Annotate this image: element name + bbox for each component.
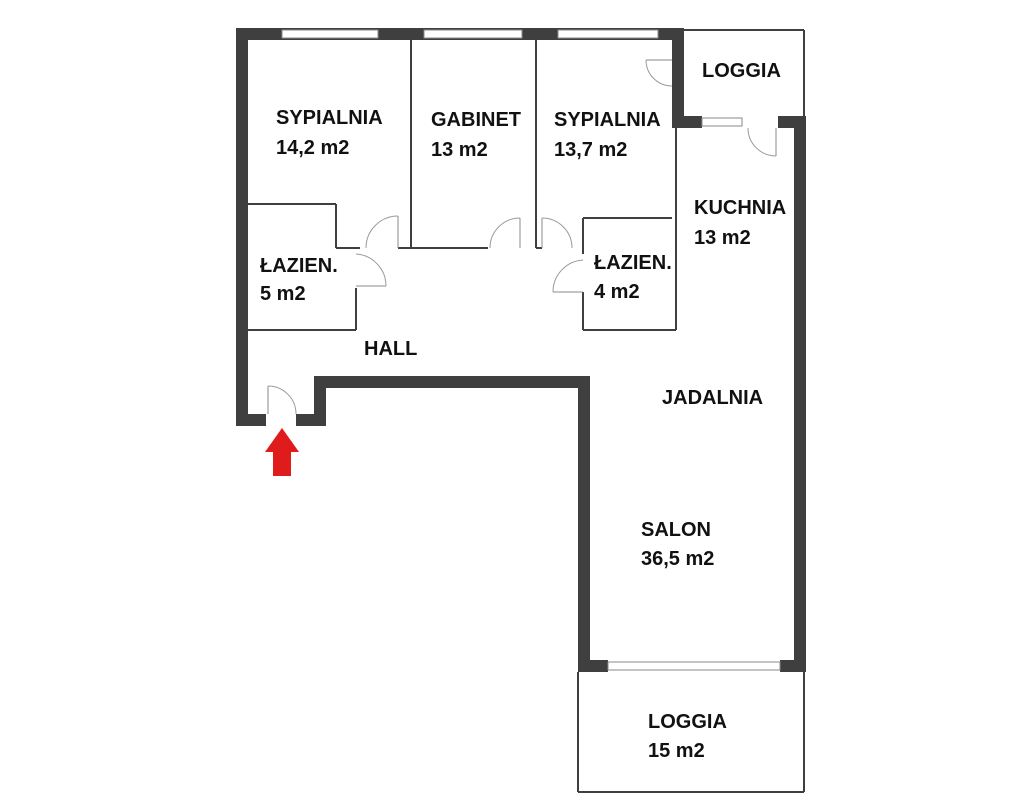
room-area-bathroom1: 5 m2: [260, 283, 306, 305]
door-bathroom2: [552, 259, 584, 293]
room-area-kitchen: 13 m2: [694, 227, 751, 249]
windows: [281, 29, 781, 671]
door-bathroom1: [355, 253, 387, 287]
door-office: [489, 217, 521, 249]
room-name-office: GABINET: [431, 109, 521, 131]
room-name-living: SALON: [641, 519, 711, 541]
door-loggia-top: [645, 59, 673, 87]
room-area-loggia-bottom: 15 m2: [648, 740, 705, 762]
room-name-dining: JADALNIA: [662, 387, 763, 409]
door-bedroom1: [365, 215, 399, 249]
room-name-bathroom2: ŁAZIEN.: [594, 252, 672, 274]
room-name-hall: HALL: [364, 338, 417, 360]
door-bedroom2: [541, 217, 573, 249]
room-labels: SYPIALNIA 14,2 m2 GABINET 13 m2 SYPIALNI…: [260, 60, 786, 762]
room-name-bathroom1: ŁAZIEN.: [260, 255, 338, 277]
room-name-bedroom1: SYPIALNIA: [276, 107, 383, 129]
room-name-loggia-bottom: LOGGIA: [648, 711, 727, 733]
room-area-bedroom1: 14,2 m2: [276, 137, 349, 159]
entrance-arrow-icon: [265, 428, 299, 476]
room-area-office: 13 m2: [431, 139, 488, 161]
room-area-bathroom2: 4 m2: [594, 281, 640, 303]
room-name-kitchen: KUCHNIA: [694, 197, 786, 219]
interior-walls: [248, 29, 805, 793]
door-entrance: [267, 385, 297, 415]
room-name-loggia-top: LOGGIA: [702, 60, 781, 82]
room-area-bedroom2: 13,7 m2: [554, 139, 627, 161]
room-area-living: 36,5 m2: [641, 548, 714, 570]
door-kitchen-balcony: [747, 127, 777, 157]
doors: [267, 59, 777, 415]
room-name-bedroom2: SYPIALNIA: [554, 109, 661, 131]
